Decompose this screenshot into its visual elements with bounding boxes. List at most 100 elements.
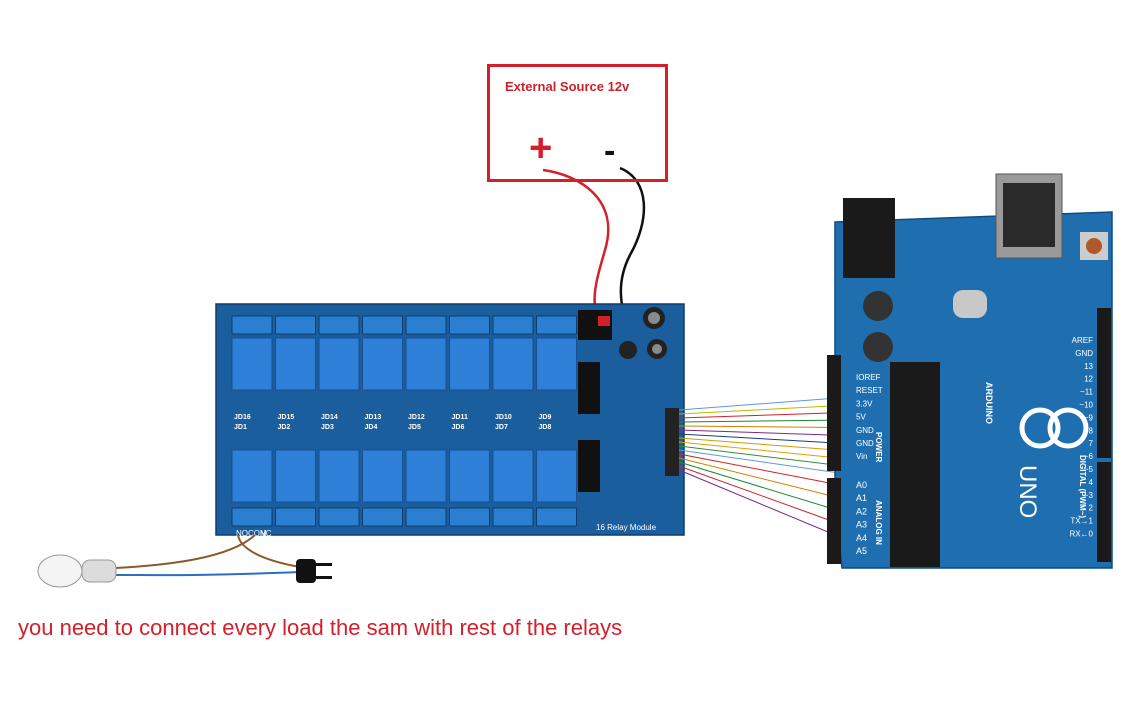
- relay: [318, 449, 360, 503]
- header-label: POWER: [874, 432, 883, 462]
- relay-label: JD7: [495, 424, 508, 431]
- external-source-box: [487, 64, 668, 182]
- header-label: ANALOG IN: [874, 500, 883, 545]
- terminal-block-top: [449, 315, 490, 335]
- relay-label: JD11: [452, 414, 468, 421]
- relay: [405, 449, 447, 503]
- relay: [362, 449, 403, 503]
- relay: [231, 337, 273, 391]
- terminal-label: COM: [248, 529, 267, 538]
- top-terminals: [231, 315, 577, 335]
- arduino-board: UNO IOREFRESET3.3V5VGNDGNDVinA0A1A2A3A4A…: [827, 173, 1113, 569]
- analog-pin-label: A2: [856, 506, 867, 516]
- relay: [362, 337, 403, 391]
- terminal-block-top: [536, 315, 577, 335]
- digital-pin-label: ~5: [1084, 465, 1094, 474]
- terminal-block-bottom: [275, 507, 316, 527]
- terminal-block-bottom: [449, 507, 490, 527]
- power-pin-label: Vin: [856, 452, 867, 461]
- terminal-label: NC: [260, 529, 272, 538]
- digital-pin-label: 8: [1089, 426, 1094, 435]
- digital-header-1: [1097, 308, 1111, 458]
- arduino-brand: ARDUINO: [984, 382, 994, 424]
- relay: [492, 337, 534, 391]
- terminal-block-top: [318, 315, 360, 335]
- relay: [449, 449, 490, 503]
- relay-label: JD14: [321, 414, 338, 421]
- ic-chips: [578, 362, 663, 495]
- relay-module-label: 16 Relay Module: [596, 523, 657, 532]
- terminal-block-top: [405, 315, 447, 335]
- terminal-block-top: [492, 315, 534, 335]
- terminal-block-bottom: [318, 507, 360, 527]
- top-relays: JD16 JD15 JD14 JD13 JD12 JD11 JD10 JD9: [231, 337, 577, 421]
- relay-label: JD13: [365, 414, 382, 421]
- bulb-icon: [37, 554, 117, 588]
- power-jack: [843, 198, 895, 278]
- relay-label: JD8: [539, 424, 552, 431]
- digital-pin-label: 13: [1084, 362, 1093, 371]
- arduino-model: UNO: [1014, 465, 1041, 518]
- power-pin-label: 5V: [856, 413, 866, 422]
- terminal-block-bottom: [536, 507, 577, 527]
- instruction-note: you need to connect every load the sam w…: [18, 615, 623, 640]
- terminal-block-top: [231, 315, 273, 335]
- relay: [275, 449, 316, 503]
- external-source-title: External Source 12v: [505, 79, 630, 94]
- relay: [275, 337, 316, 391]
- positive-terminal-label: +: [529, 126, 553, 170]
- negative-terminal-label: -: [604, 132, 616, 170]
- digital-pin-label: 12: [1084, 375, 1093, 384]
- digital-pin-label: ~11: [1080, 388, 1094, 397]
- relay: [536, 449, 577, 503]
- digital-header-2: [1097, 462, 1111, 562]
- digital-pin-label: RX←0: [1069, 530, 1093, 539]
- analog-pin-label: A4: [856, 533, 867, 543]
- relay-label: JD1: [234, 424, 247, 431]
- analog-header: [827, 478, 841, 564]
- relay-label: JD3: [321, 424, 334, 431]
- digital-pin-label: 4: [1089, 478, 1094, 487]
- relay: [492, 449, 534, 503]
- relay: [318, 337, 360, 391]
- arduino-logo: [1019, 407, 1061, 449]
- relay-label: JD4: [365, 424, 378, 431]
- relay: [449, 337, 490, 391]
- input-header: [665, 408, 679, 476]
- power-pin-label: GND: [856, 426, 874, 435]
- relay: [536, 337, 577, 391]
- power-header: [827, 355, 841, 471]
- terminal-block-bottom: [362, 507, 403, 527]
- relay-label: JD10: [495, 414, 512, 421]
- relay: [231, 449, 273, 503]
- plug-icon: [296, 559, 332, 583]
- digital-pin-label: GND: [1075, 349, 1093, 358]
- relay-label: JD9: [539, 414, 552, 421]
- analog-pin-label: A5: [856, 546, 867, 556]
- relay-label: JD5: [408, 424, 421, 431]
- load-wiring: [115, 534, 301, 577]
- digital-pin-label: ~10: [1079, 401, 1093, 410]
- analog-pin-label: A1: [856, 493, 867, 503]
- header-label: DIGITAL (PWM~): [1078, 455, 1087, 518]
- power-pin-label: RESET: [856, 386, 883, 395]
- digital-pin-label: ~6: [1084, 452, 1094, 461]
- terminal-block-top: [275, 315, 316, 335]
- digital-pin-label: AREF: [1072, 336, 1093, 345]
- terminal-block-bottom: [492, 507, 534, 527]
- terminal-block-top: [362, 315, 403, 335]
- relay-label: JD15: [278, 414, 295, 421]
- power-pin-label: 3.3V: [856, 399, 873, 408]
- power-pin-label: GND: [856, 439, 874, 448]
- power-pin-label: IOREF: [856, 373, 881, 382]
- relay-label: JD16: [234, 414, 251, 421]
- capacitor-2: [619, 341, 637, 359]
- digital-pin-label: TX→1: [1070, 517, 1093, 526]
- relay-label: JD12: [408, 414, 425, 421]
- relay-label: JD6: [452, 424, 465, 431]
- analog-pin-label: A3: [856, 520, 867, 530]
